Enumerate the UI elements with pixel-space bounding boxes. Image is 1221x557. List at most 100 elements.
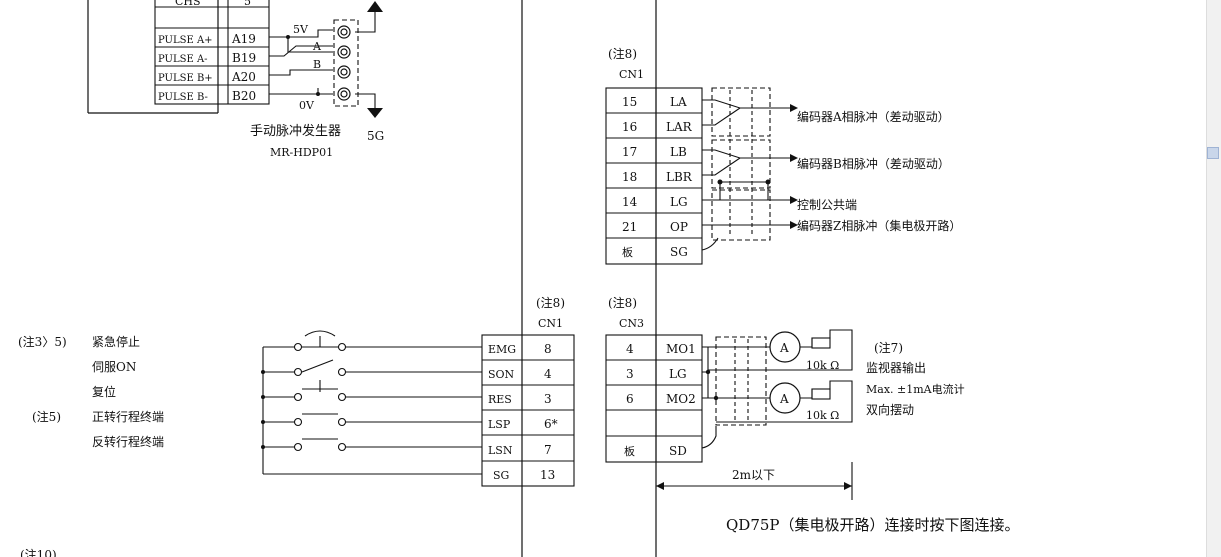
pulse-row-pin: A19 bbox=[231, 32, 256, 46]
cn1-output-common: 控制公共端 bbox=[797, 198, 857, 212]
left-cn1-signal: EMG bbox=[488, 343, 516, 356]
pulse-table-partial-pin: 5 bbox=[244, 0, 251, 8]
left-cn1-pin: 13 bbox=[540, 468, 555, 482]
left-cn1-signal: LSN bbox=[488, 444, 513, 457]
left-cn1-pin: 6* bbox=[544, 417, 558, 431]
left-cn1-title: CN1 bbox=[538, 317, 563, 330]
cn1-output-arrows bbox=[790, 104, 798, 229]
pulse-row-pin: A20 bbox=[231, 70, 256, 84]
ammeter-icon bbox=[769, 331, 801, 363]
label-0v: 0V bbox=[299, 99, 315, 112]
cn3-signal: LG bbox=[669, 367, 687, 381]
generator-model: MR-HDP01 bbox=[270, 146, 333, 159]
left-cn1-rows: EMG 8 SON 4 RES 3 LSP 6* LSN 7 SG 13 bbox=[488, 342, 558, 482]
switch-label: 正转行程终端 bbox=[92, 409, 164, 424]
monitor-line: 监视器输出 bbox=[866, 360, 926, 375]
pulse-row-signal: PULSE A+ bbox=[158, 35, 213, 46]
monitor-wiring bbox=[656, 329, 853, 500]
meter-icons bbox=[769, 331, 801, 414]
cn1-pin: 17 bbox=[622, 145, 637, 159]
note7: (注7) bbox=[874, 340, 903, 355]
switch-contacts bbox=[293, 342, 347, 452]
generator-name: 手动脉冲发生器 bbox=[250, 123, 341, 139]
pulse-row-signal: PULSE B- bbox=[158, 92, 208, 103]
cn1-title: CN1 bbox=[619, 68, 644, 81]
monitor-line: Max. ±1mA电流计 bbox=[866, 382, 965, 396]
label-a: A bbox=[312, 40, 322, 53]
cn1-signal: LBR bbox=[666, 170, 693, 184]
pulse-table-partial-signal: CHS bbox=[175, 0, 201, 8]
meter-symbol: A bbox=[779, 392, 789, 406]
cn1-signal: LAR bbox=[666, 120, 693, 134]
cn1-wiring bbox=[701, 87, 790, 251]
ammeter-icon bbox=[769, 382, 801, 414]
cn1-rows: 15 LA 16 LAR 17 LB 18 LBR 14 LG 21 OP 板 … bbox=[622, 95, 693, 259]
label-5v: 5V bbox=[293, 23, 309, 36]
cn3-pin: 3 bbox=[626, 367, 634, 381]
cn1-pin: 板 bbox=[622, 245, 633, 259]
cn3-pin: 板 bbox=[624, 444, 635, 458]
bottom-left-partial: (注10) bbox=[20, 547, 57, 557]
cn3-title: CN3 bbox=[619, 317, 644, 330]
switch-note: (注3〉5) bbox=[18, 334, 67, 349]
cn3-pin: 6 bbox=[626, 392, 634, 406]
cn1-signal: LG bbox=[670, 195, 688, 209]
cn3-signal: MO2 bbox=[666, 392, 696, 406]
pulse-row-signal: PULSE A- bbox=[158, 54, 208, 65]
left-cn1-note: (注8) bbox=[536, 295, 565, 310]
switch-label: 反转行程终端 bbox=[92, 434, 164, 449]
left-cn1-signal: SG bbox=[493, 469, 509, 482]
switch-labels: (注3〉5) 紧急停止 伺服ON 复位 (注5) 正转行程终端 反转行程终端 bbox=[18, 334, 164, 449]
switch-note: (注5) bbox=[32, 409, 61, 424]
cn3-pin: 4 bbox=[626, 342, 634, 356]
left-cn1-table bbox=[481, 334, 575, 487]
cn1-signal: SG bbox=[670, 245, 688, 259]
generator-ground-label: 5G bbox=[367, 129, 384, 143]
footer-note: QD75P（集电极开路）连接时按下图连接。 bbox=[726, 516, 1020, 534]
cn1-output-z: 编码器Z相脉冲（集电极开路） bbox=[797, 218, 961, 233]
power-arrow-icon bbox=[367, 1, 383, 12]
cn1-output-b: 编码器B相脉冲（差动驱动） bbox=[797, 156, 950, 171]
pulse-table-rows: PULSE A+ A19 PULSE A- B19 PULSE B+ A20 P… bbox=[158, 32, 256, 103]
switch-label: 复位 bbox=[92, 384, 116, 399]
ground-icon bbox=[367, 108, 383, 118]
left-cn1-pin: 3 bbox=[544, 392, 552, 406]
cn1-pin: 14 bbox=[622, 195, 638, 209]
cn3-signal: SD bbox=[669, 444, 687, 458]
pulse-table bbox=[154, 0, 270, 105]
left-cn1-pin: 4 bbox=[544, 367, 552, 381]
cn3-signal: MO1 bbox=[666, 342, 696, 356]
generator-wiring bbox=[269, 12, 376, 108]
switch-wiring bbox=[262, 330, 482, 475]
pulse-row-signal: PULSE B+ bbox=[158, 73, 213, 84]
monitor-line: 双向摆动 bbox=[866, 402, 914, 417]
cn1-pin: 18 bbox=[622, 170, 637, 184]
distance-label: 2m以下 bbox=[732, 468, 775, 482]
cn3-rows: 4 MO1 3 LG 6 MO2 板 SD bbox=[624, 342, 696, 458]
left-cn1-pin: 8 bbox=[544, 342, 552, 356]
cn1-signal: OP bbox=[670, 220, 688, 234]
cn1-note: (注8) bbox=[608, 46, 637, 61]
cn1-pin: 16 bbox=[622, 120, 637, 134]
cn3-note: (注8) bbox=[608, 295, 637, 310]
cn1-signal: LB bbox=[670, 145, 687, 159]
switch-label: 紧急停止 bbox=[92, 334, 140, 349]
label-b: B bbox=[313, 58, 321, 71]
vertical-scrollbar[interactable] bbox=[1206, 0, 1221, 557]
cn1-table bbox=[605, 87, 703, 265]
resistor-label: 10k Ω bbox=[806, 409, 839, 422]
scrollbar-thumb[interactable] bbox=[1207, 147, 1219, 159]
cn1-output-a: 编码器A相脉冲（差动驱动） bbox=[797, 109, 950, 124]
left-cn1-signal: SON bbox=[488, 368, 515, 381]
pulse-row-pin: B19 bbox=[232, 51, 256, 65]
cn1-signal: LA bbox=[670, 95, 687, 109]
generator-terminals bbox=[337, 25, 351, 101]
left-cn1-signal: LSP bbox=[488, 418, 511, 431]
cn1-pin: 15 bbox=[622, 95, 637, 109]
left-cn1-pin: 7 bbox=[544, 443, 552, 457]
meter-symbol: A bbox=[779, 341, 789, 355]
cn1-pin: 21 bbox=[622, 220, 637, 234]
resistor-label: 10k Ω bbox=[806, 359, 839, 372]
left-cn1-signal: RES bbox=[488, 393, 512, 406]
